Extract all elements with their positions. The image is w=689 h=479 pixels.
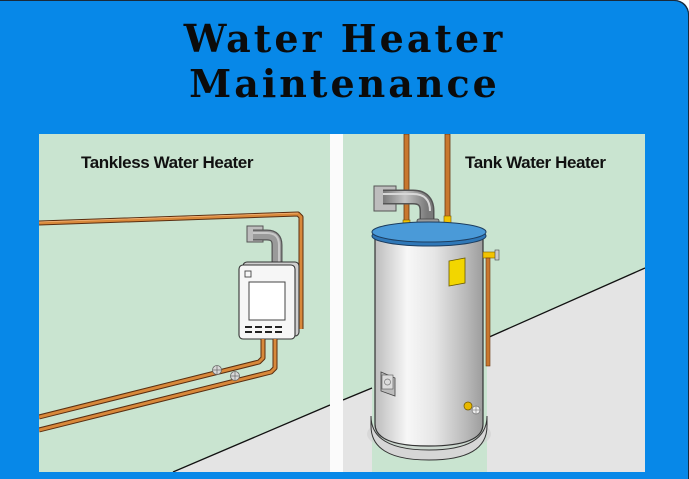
warning-label-icon xyxy=(448,257,466,287)
floor xyxy=(487,268,645,472)
relief-valve-icon xyxy=(482,251,497,259)
tankless-panel: Tankless Water Heater xyxy=(39,134,330,472)
panel-divider xyxy=(330,134,343,472)
tankless-unit xyxy=(238,261,300,340)
tank-top xyxy=(371,221,487,243)
tank-panel: Tank Water Heater xyxy=(343,134,645,472)
drain-valve-icon xyxy=(463,401,481,415)
relief-discharge-pipe xyxy=(485,257,491,367)
title-line-2: Maintenance xyxy=(189,61,500,106)
flue-elbow-icon xyxy=(383,191,433,222)
water-tank xyxy=(370,221,488,461)
tankless-illustration xyxy=(39,211,330,472)
page-title: Water Heater Maintenance xyxy=(0,16,689,106)
top-supply-pipe xyxy=(39,211,304,329)
tank-label: Tank Water Heater xyxy=(465,153,606,172)
tank-illustration xyxy=(343,134,645,472)
lower-supply-pipes xyxy=(39,339,278,433)
thermostat-panel-icon xyxy=(380,371,396,397)
tankless-label: Tankless Water Heater xyxy=(81,153,254,172)
vent-elbow-icon xyxy=(253,230,282,262)
title-line-1: Water Heater xyxy=(183,16,506,61)
